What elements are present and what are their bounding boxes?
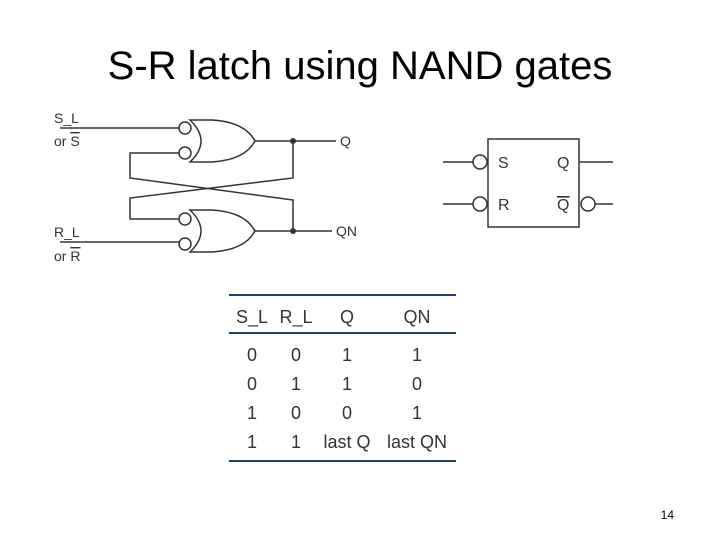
page-number: 14	[660, 508, 674, 522]
symbol-r-label: R	[498, 197, 510, 214]
slide-title: S-R latch using NAND gates	[107, 44, 613, 88]
q-junction-dot	[290, 138, 296, 144]
table-header-cell: S_L	[236, 307, 268, 328]
upper-gate-bubble-bottom	[178, 146, 192, 160]
table-cell: 1	[412, 403, 422, 423]
symbol-qbar-bubble	[580, 196, 596, 212]
upper-nand-gate	[188, 119, 256, 163]
lower-nand-gate	[188, 209, 256, 253]
table-cell: 1	[291, 374, 301, 394]
symbol-q-label: Q	[557, 155, 569, 172]
q-feedback-wire	[129, 141, 294, 220]
qn-feedback-wire	[129, 152, 294, 231]
r-alt-label: or R	[54, 248, 80, 264]
table-header-cell: R_L	[279, 307, 312, 328]
table-cell: 1	[247, 432, 257, 452]
table-cell: 0	[291, 403, 301, 423]
table-header-cell: Q	[340, 307, 354, 327]
qn-junction-dot	[290, 228, 296, 234]
latch-symbol-box	[487, 138, 580, 228]
s-input-label: S_L	[54, 110, 79, 126]
table-cell: 1	[247, 403, 257, 423]
table-cell: last Q	[323, 432, 370, 452]
table-cell: 0	[412, 374, 422, 394]
table-cell: last QN	[387, 432, 447, 452]
q-output-label: Q	[340, 133, 351, 149]
qn-output-label: QN	[336, 223, 357, 239]
upper-gate-bubble-top	[178, 121, 192, 135]
table-header-cell: QN	[404, 307, 431, 327]
table-cell: 0	[247, 374, 257, 394]
symbol-qbar-label: Q	[557, 197, 569, 214]
lower-gate-bubble-top	[178, 212, 192, 226]
table-cell: 0	[247, 345, 257, 365]
s-alt-label: or S	[54, 133, 80, 149]
table-cell: 1	[291, 432, 301, 452]
lower-gate-bubble-bottom	[178, 237, 192, 251]
table-cell: 0	[291, 345, 301, 365]
symbol-r-bubble	[472, 196, 488, 212]
truth-table: S_L R_L Q QN 0 0 1 1 0 1 1 0 1 0 0 1 1 1 last Q last QN	[236, 307, 447, 452]
symbol-s-label: S	[498, 155, 509, 172]
r-input-label: R_L	[54, 224, 80, 240]
symbol-s-bubble	[472, 154, 488, 170]
table-cell: 0	[342, 403, 352, 423]
table-cell: 1	[342, 374, 352, 394]
table-cell: 1	[342, 345, 352, 365]
table-cell: 1	[412, 345, 422, 365]
